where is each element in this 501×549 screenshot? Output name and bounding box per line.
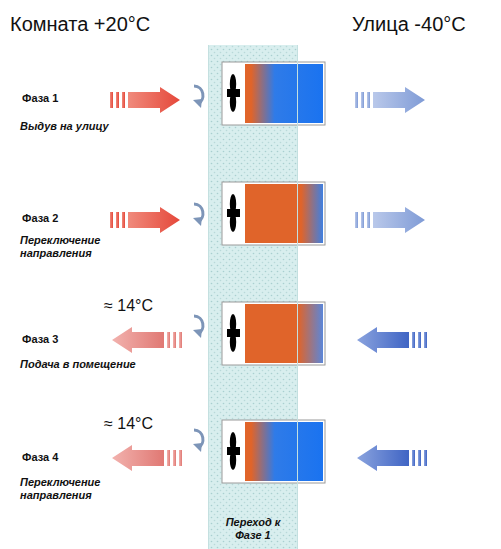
phase-note: Переключение направления [20, 476, 130, 502]
wall-band: Переход к Фазе 1 [208, 45, 298, 549]
phase-note: Подача в помещение [20, 358, 140, 371]
phase-number: Фаза 4 [22, 451, 102, 464]
ventilation-units [193, 62, 325, 483]
side-title: Улица -40°C [352, 12, 497, 36]
phase-note: Выдув на улицу [20, 120, 130, 133]
phase-number: Фаза 2 [22, 212, 102, 225]
air-arrows [110, 87, 427, 471]
phase-note: Переход к Фазе 1 [221, 516, 285, 544]
temperature: ≈ 14°C [104, 296, 194, 315]
phase-number: Фаза 3 [22, 333, 102, 346]
temperature: ≈ 14°C [104, 414, 194, 433]
phase-number: Фаза 1 [22, 92, 102, 105]
phase-note: Переключение направления [20, 234, 130, 260]
side-title: Комната +20°C [10, 12, 200, 36]
